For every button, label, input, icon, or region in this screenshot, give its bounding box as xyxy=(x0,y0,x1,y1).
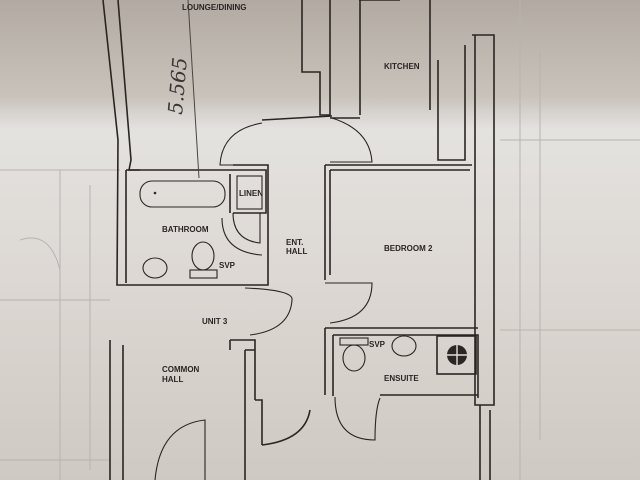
dimension-line xyxy=(187,0,200,179)
fixture-label-svp-ensuite: SVP xyxy=(369,340,386,349)
handwritten-dimension: 5.565 xyxy=(163,56,192,115)
room-label-common-hall: COMMON xyxy=(162,365,200,374)
room-label-kitchen: KITCHEN xyxy=(384,62,420,71)
room-label-bathroom: BATHROOM xyxy=(162,225,209,234)
walls xyxy=(102,0,495,480)
room-label-linen: LINEN xyxy=(239,189,263,198)
room-label-ent-hall-2: HALL xyxy=(286,247,307,256)
room-label-unit-3: UNIT 3 xyxy=(202,317,228,326)
room-label-ensuite: ENSUITE xyxy=(384,374,419,383)
room-label-common-hall-2: HALL xyxy=(162,375,183,384)
room-label-ent-hall: ENT. xyxy=(286,238,303,247)
room-label-bedroom-2: BEDROOM 2 xyxy=(384,244,433,253)
fixture-label-svp-bathroom: SVP xyxy=(219,261,236,270)
room-label-lounge-dining: LOUNGE/DINING xyxy=(182,3,246,12)
